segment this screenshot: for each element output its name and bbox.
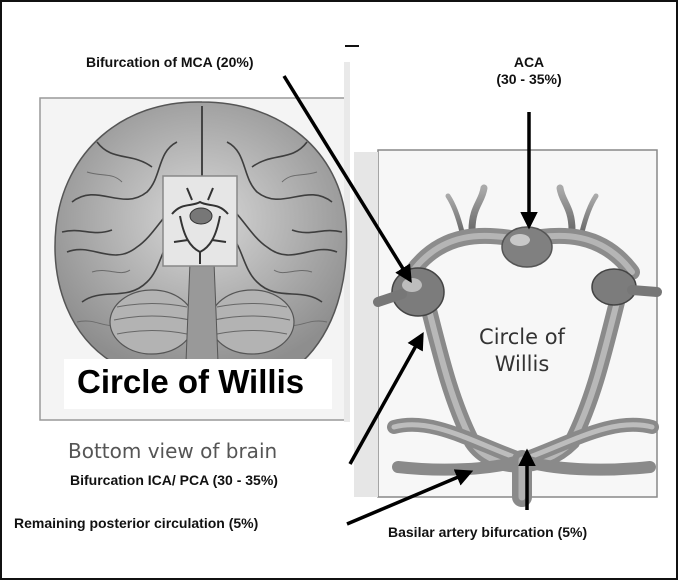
left-panel-title: Circle of Willis xyxy=(77,363,304,401)
label-aca: ACA (30 - 35%) xyxy=(484,54,574,88)
label-posterior: Remaining posterior circulation (5%) xyxy=(14,515,258,532)
right-panel-label-line2: Willis xyxy=(452,351,592,378)
label-aca-line1: ACA xyxy=(484,54,574,71)
right-panel-label: Circle of Willis xyxy=(452,324,592,378)
right-panel-label-line1: Circle of xyxy=(452,324,592,351)
label-ica-pca: Bifurcation ICA/ PCA (30 - 35%) xyxy=(70,472,278,489)
left-panel-subtitle: Bottom view of brain xyxy=(68,439,277,463)
label-basilar: Basilar artery bifurcation (5%) xyxy=(388,524,587,541)
label-mca: Bifurcation of MCA (20%) xyxy=(86,54,253,71)
label-aca-line2: (30 - 35%) xyxy=(484,71,574,88)
